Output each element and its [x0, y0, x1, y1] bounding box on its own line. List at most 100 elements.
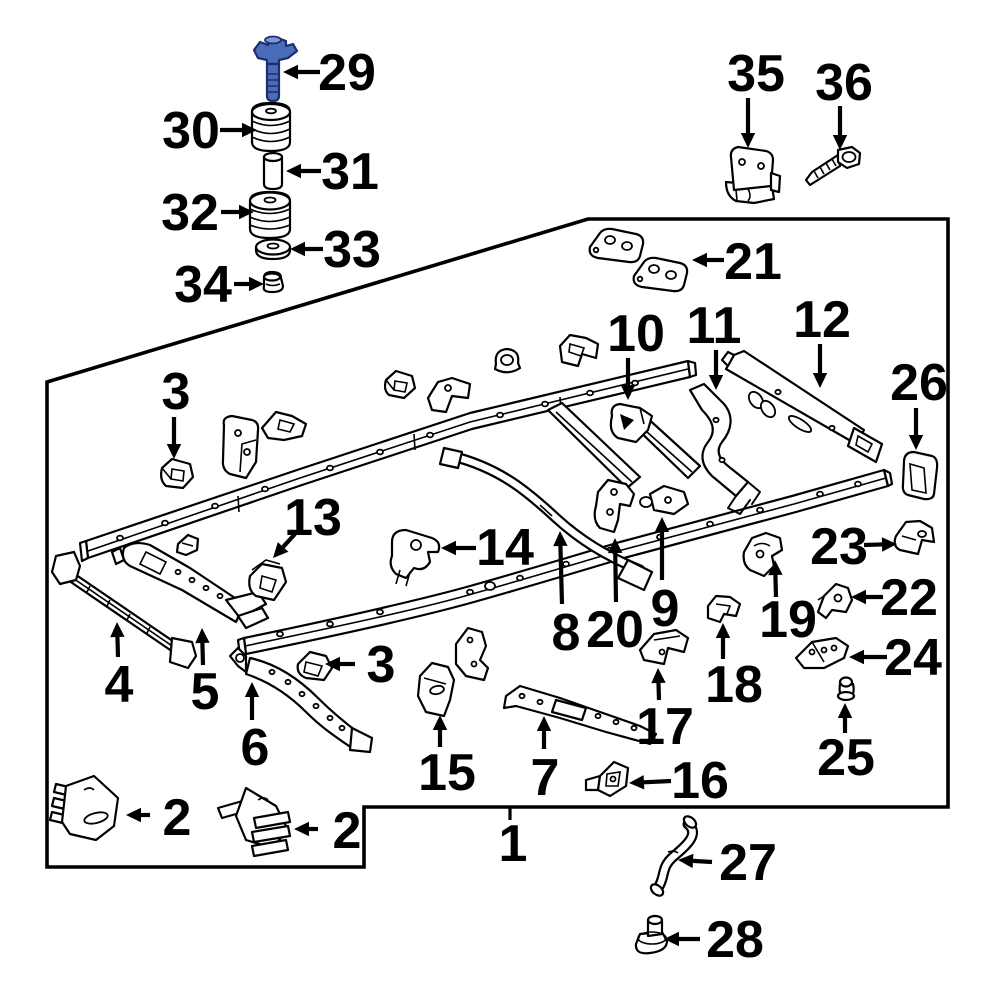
callout-label-24: 24: [884, 629, 942, 687]
part-nut-34[interactable]: [262, 270, 285, 294]
part-crossmember-11[interactable]: [688, 382, 761, 515]
callout-9[interactable]: 9: [651, 517, 680, 638]
part-mount-21b[interactable]: [632, 256, 689, 293]
part-mount-21a[interactable]: [588, 227, 645, 264]
callout-29[interactable]: 29: [283, 44, 376, 102]
callout-28[interactable]: 28: [664, 911, 764, 969]
callout-label-25: 25: [817, 729, 875, 787]
arrowhead-icon: [849, 649, 864, 665]
part-clamp-3-bottom[interactable]: [296, 650, 334, 682]
callout-23[interactable]: 23: [810, 518, 897, 576]
part-stud-28[interactable]: [634, 914, 669, 955]
callout-25[interactable]: 25: [817, 703, 875, 787]
part-brace-8[interactable]: [438, 446, 654, 592]
callout-26[interactable]: 26: [890, 354, 948, 450]
callout-7[interactable]: 7: [531, 716, 560, 807]
part-crossmember-12[interactable]: [720, 349, 884, 464]
callout-15[interactable]: 15: [418, 715, 476, 802]
part-clip-top[interactable]: [558, 333, 600, 368]
part-bracket-22[interactable]: [816, 582, 854, 620]
callout-label-14: 14: [476, 519, 534, 577]
callout-6[interactable]: 6: [241, 682, 270, 777]
callout-31[interactable]: 31: [286, 143, 379, 201]
part-bracket-17[interactable]: [638, 628, 690, 666]
callout-12[interactable]: 12: [793, 291, 851, 388]
part-bracket-2-left[interactable]: [48, 774, 120, 842]
part-bracket-13[interactable]: [248, 559, 288, 602]
arrowhead-icon: [837, 703, 853, 718]
arrowhead-icon: [290, 241, 305, 257]
callout-22[interactable]: 22: [851, 569, 938, 627]
callout-1[interactable]: 1: [499, 806, 528, 873]
part-vclip-mid[interactable]: [383, 369, 417, 400]
callout-5[interactable]: 5: [191, 628, 220, 721]
callout-21[interactable]: 21: [692, 233, 782, 291]
part-bar-4[interactable]: [50, 550, 198, 670]
part-hook-27[interactable]: [649, 814, 699, 898]
arrowhead-icon: [325, 656, 340, 672]
part-bracket-35[interactable]: [724, 145, 782, 205]
part-corner-bracket[interactable]: [454, 626, 490, 682]
callout-4[interactable]: 4: [105, 622, 134, 714]
part-cushion-30[interactable]: [250, 101, 292, 153]
callout-3-top[interactable]: 3: [162, 363, 191, 459]
callout-2-mid[interactable]: 2: [294, 802, 361, 860]
callout-label-2-left: 2: [163, 789, 192, 847]
callout-20[interactable]: 20: [586, 538, 644, 659]
part-bracket-26[interactable]: [901, 450, 939, 501]
callout-24[interactable]: 24: [849, 629, 942, 687]
part-crossmember-7[interactable]: [502, 684, 658, 746]
callout-10[interactable]: 10: [607, 305, 665, 400]
part-bracket-19[interactable]: [742, 531, 784, 578]
arrowhead-icon: [908, 435, 924, 450]
callout-36[interactable]: 36: [815, 54, 873, 150]
part-cushion-32[interactable]: [248, 190, 292, 240]
part-bracket-2-mid[interactable]: [216, 786, 292, 858]
callout-16[interactable]: 16: [629, 752, 729, 810]
part-crossmember-5[interactable]: [110, 541, 270, 630]
callout-8[interactable]: 8: [552, 531, 581, 662]
part-bracket-18[interactable]: [706, 594, 742, 624]
callout-18[interactable]: 18: [705, 623, 763, 714]
part-bracket-20[interactable]: [593, 478, 636, 534]
callout-35[interactable]: 35: [727, 45, 785, 148]
part-arm-6[interactable]: [228, 646, 374, 754]
part-bracket-24[interactable]: [794, 636, 850, 670]
arrowhead-icon: [166, 444, 182, 459]
callout-label-15: 15: [418, 744, 476, 802]
part-clip-above-5[interactable]: [175, 533, 200, 557]
part-stud-25[interactable]: [836, 676, 856, 702]
part-spacer-31[interactable]: [262, 151, 284, 191]
part-bracket-16[interactable]: [584, 760, 630, 798]
part-bolt-29[interactable]: [252, 35, 299, 103]
part-grommet[interactable]: [493, 347, 522, 374]
part-bolt-36[interactable]: [804, 145, 862, 187]
arrowhead-icon: [832, 135, 848, 150]
part-bracket-14[interactable]: [389, 528, 441, 587]
callout-label-19: 19: [759, 591, 817, 649]
callout-13[interactable]: 13: [273, 489, 342, 558]
part-bracket-3-top[interactable]: [160, 457, 195, 490]
callout-19[interactable]: 19: [759, 560, 817, 649]
callout-32[interactable]: 32: [161, 184, 254, 242]
callout-17[interactable]: 17: [636, 668, 694, 756]
part-crossmember-middle[interactable]: [546, 401, 642, 490]
callout-11[interactable]: 11: [687, 297, 742, 390]
part-cab-bracket[interactable]: [221, 414, 260, 480]
part-bracket-15[interactable]: [416, 661, 456, 718]
callout-3-bottom[interactable]: 3: [325, 636, 395, 694]
part-washer-33[interactable]: [254, 238, 292, 261]
callout-30[interactable]: 30: [162, 102, 257, 160]
callout-27[interactable]: 27: [678, 834, 777, 892]
callout-2-left[interactable]: 2: [126, 789, 191, 847]
callout-label-11: 11: [687, 297, 742, 355]
part-bracket-23[interactable]: [893, 519, 936, 556]
callout-33[interactable]: 33: [290, 221, 381, 279]
callout-34[interactable]: 34: [174, 256, 264, 314]
part-wing-clip[interactable]: [260, 410, 308, 442]
part-wing-bracket-mid[interactable]: [426, 376, 472, 414]
part-bracket-10[interactable]: [609, 402, 654, 444]
callout-14[interactable]: 14: [441, 519, 534, 577]
part-bracket-9[interactable]: [639, 484, 690, 516]
